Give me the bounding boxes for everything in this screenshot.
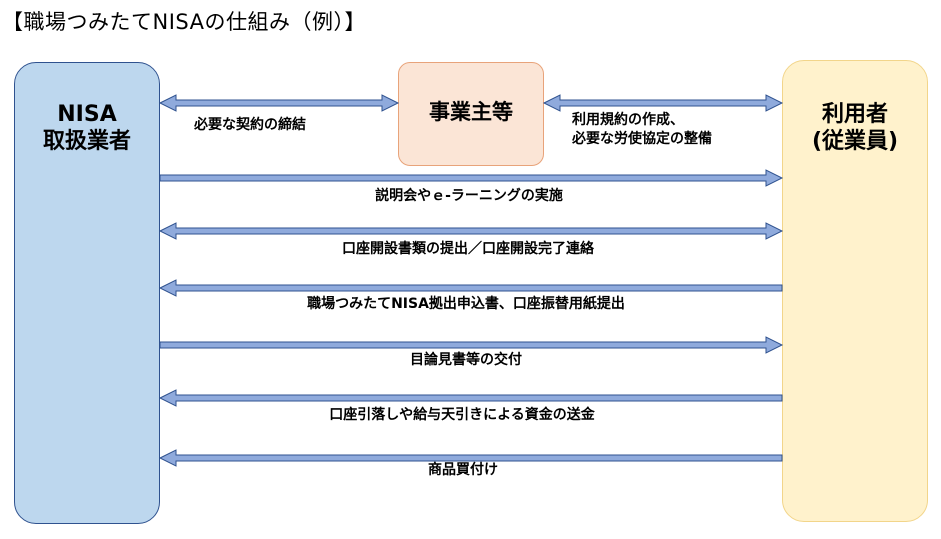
arrow-seminar [159,169,784,187]
nisa-provider-label-line2: 取扱業者 [42,129,131,154]
nisa-provider-label-line1: NISA [57,102,117,127]
arrow-contract [158,94,400,112]
arrow-rules [542,94,784,112]
user-box: 利用者 (従業員) [782,60,928,522]
arrow-application [158,279,783,297]
employer-label: 事業主等 [429,100,513,124]
employer-box: 事業主等 [398,62,544,166]
arrow-account-docs [158,222,784,240]
flow-label-rules-line1: 利用規約の作成、 [572,112,684,128]
flow-label-purchase: 商品買付け [428,462,498,478]
arrow-payment [158,389,783,407]
user-label-line1: 利用者 [821,102,888,127]
flow-label-seminar: 説明会やｅ-ラーニングの実施 [375,188,563,204]
flow-label-account-docs: 口座開設書類の提出／口座開設完了連絡 [342,241,594,257]
flow-label-prospectus: 目論見書等の交付 [410,352,522,368]
diagram-title: 【職場つみたてNISAの仕組み（例）】 [2,10,366,34]
flow-label-payment: 口座引落しや給与天引きによる資金の送金 [329,407,595,423]
user-label-line2: (従業員) [811,129,899,154]
arrow-purchase [158,449,783,467]
flow-label-application: 職場つみたてNISA拠出申込書、口座振替用紙提出 [307,296,625,312]
flow-label-rules: 利用規約の作成、 必要な労使協定の整備 [572,111,712,149]
flow-label-contract: 必要な契約の締結 [194,117,306,133]
arrow-layer [158,94,784,467]
arrow-prospectus [159,336,784,354]
flow-label-rules-line2: 必要な労使協定の整備 [572,131,712,147]
nisa-provider-box: NISA 取扱業者 [14,62,160,524]
